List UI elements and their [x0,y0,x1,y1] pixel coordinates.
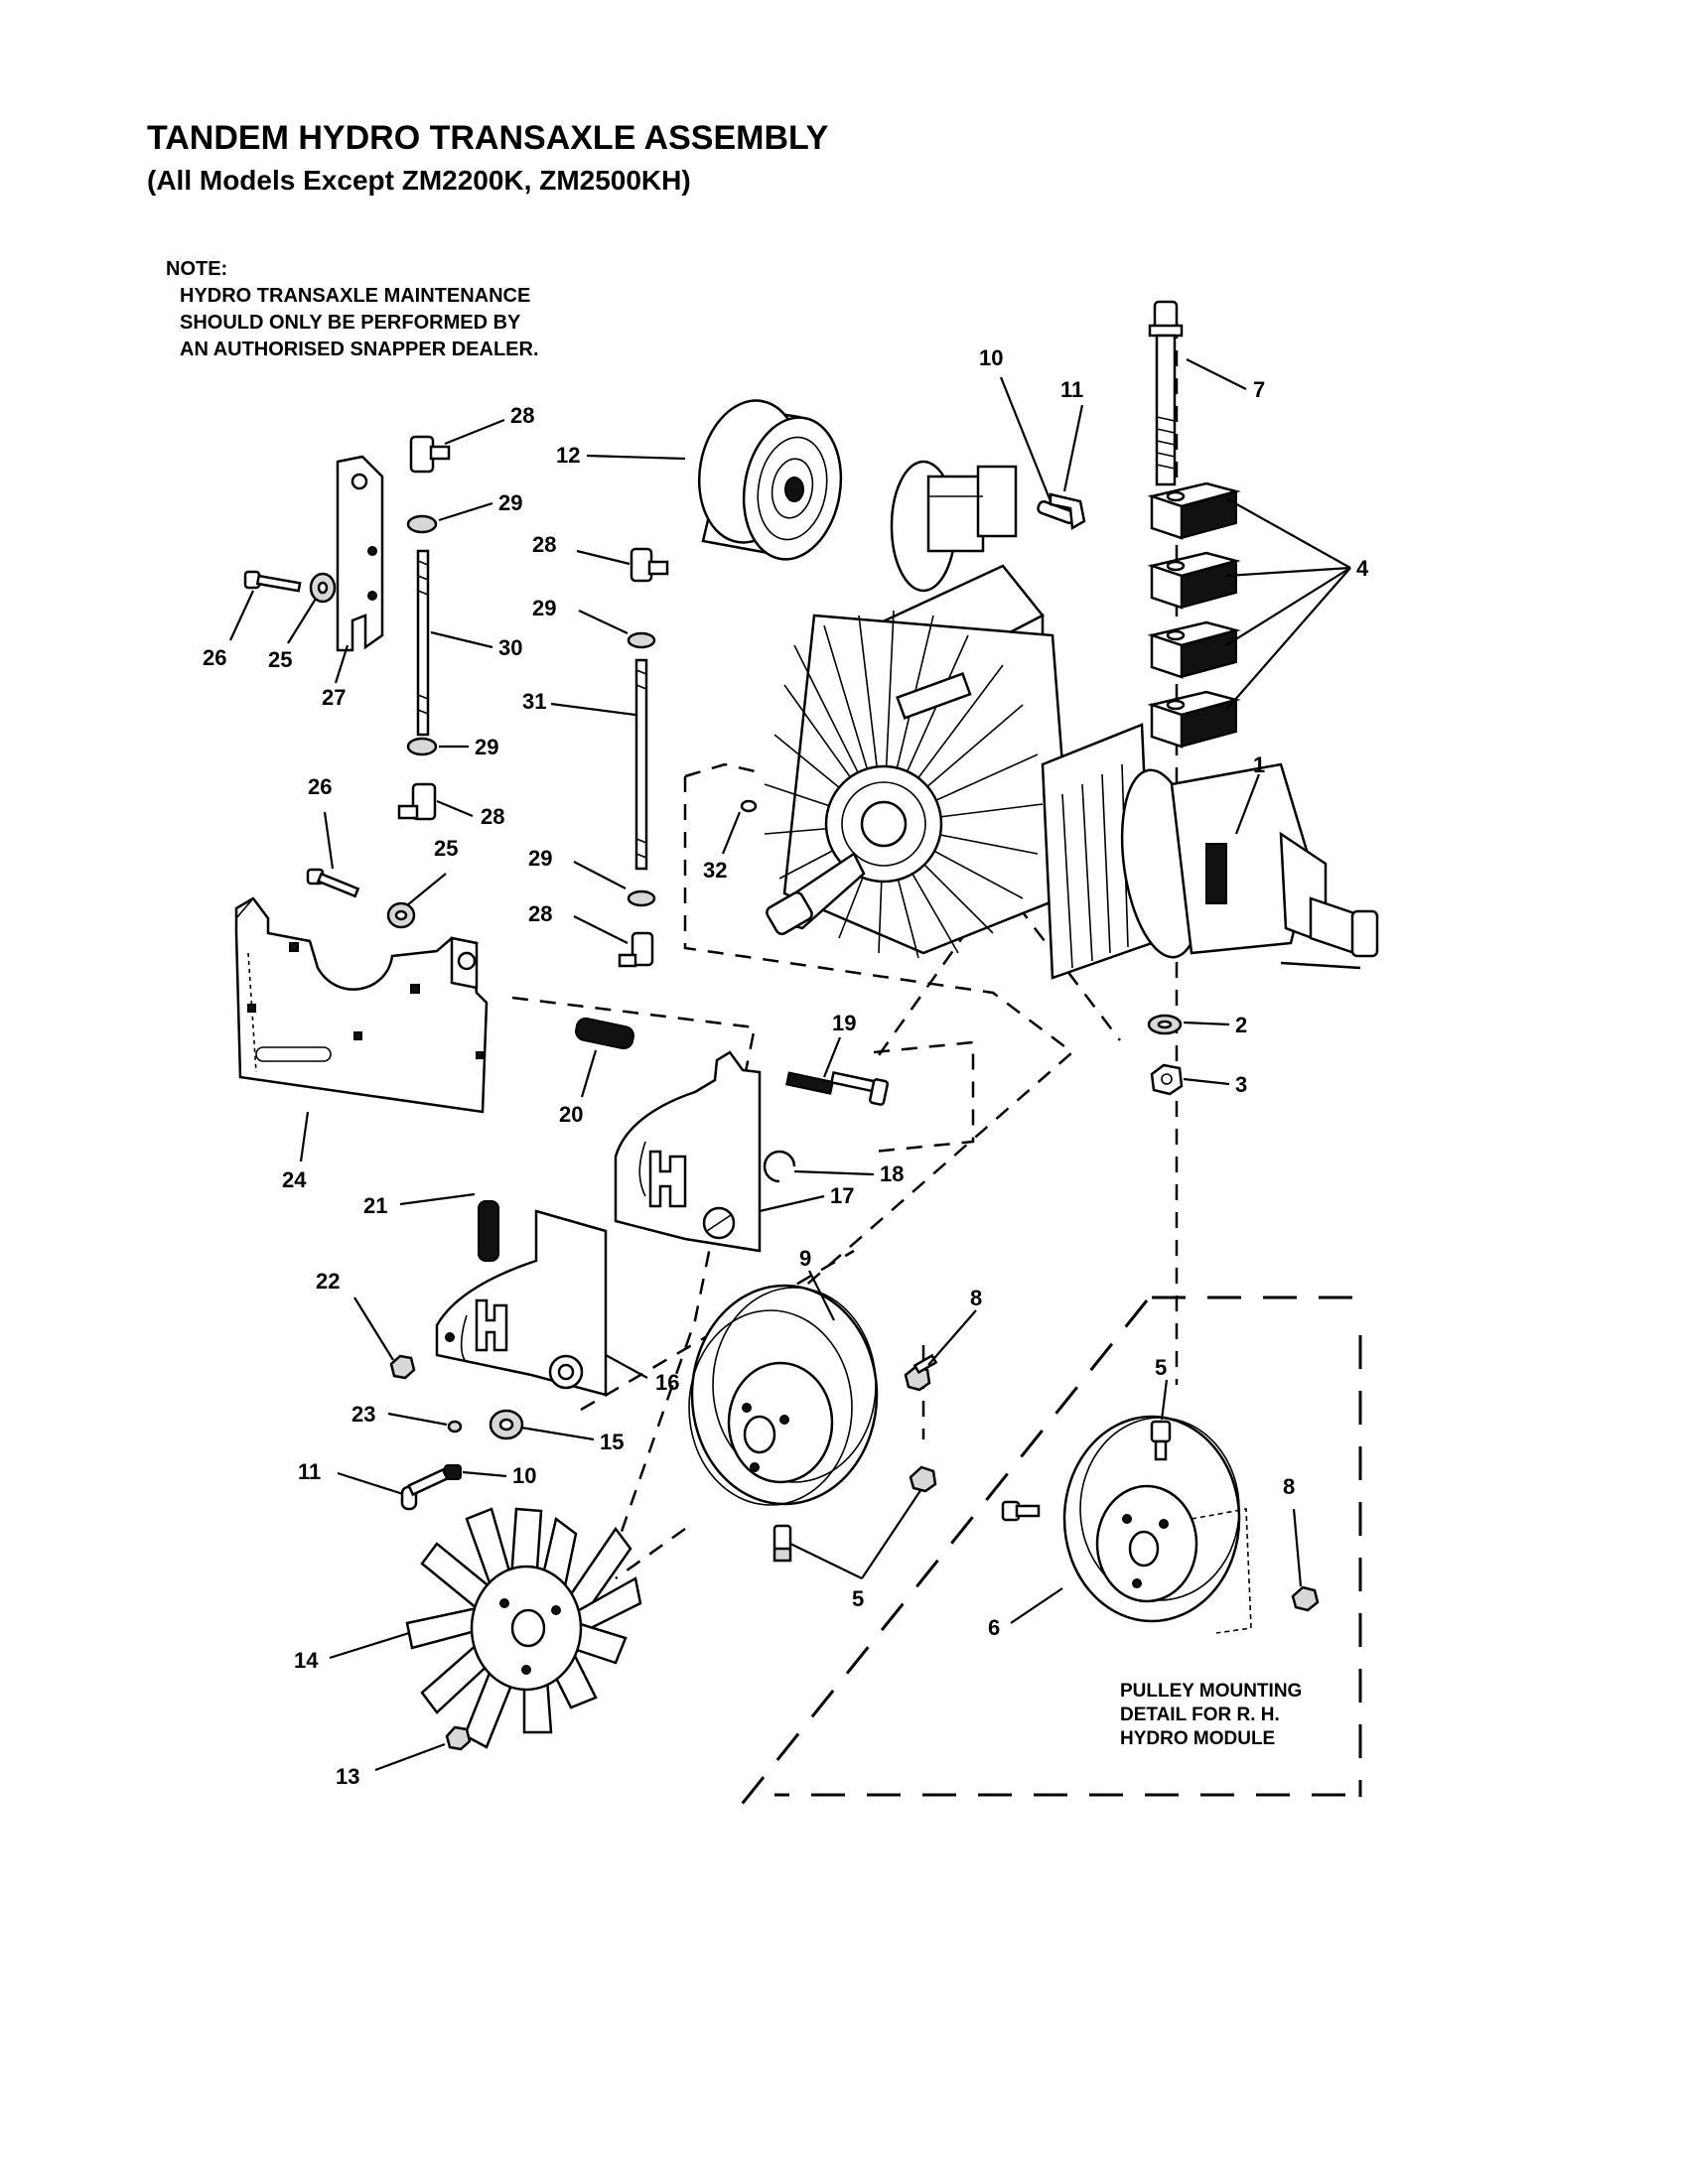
washer-part-2 [1147,1014,1183,1035]
nut-part-3 [1150,1063,1184,1096]
callout-numbers: 1 2 3 4 5 5 6 7 8 8 9 10 10 11 11 12 13 … [203,345,1369,1789]
spring-part-20 [575,1017,634,1050]
callout-29-d: 29 [528,846,552,871]
detail-box [738,1296,1362,1808]
callout-2: 2 [1235,1013,1247,1037]
key-part-11-top [1049,492,1086,531]
control-rod-assembly-right [618,547,669,968]
ball-part-23 [447,1420,463,1433]
clip-part-18 [763,1150,796,1183]
callout-21: 21 [363,1193,387,1218]
callout-9: 9 [799,1246,811,1271]
filter-part-12 [697,399,843,561]
note-line: AN AUTHORISED SNAPPER DEALER. [180,339,539,360]
fan-part-14 [405,1507,642,1749]
callout-28-b: 28 [532,532,556,557]
callout-26-upper: 26 [203,645,226,670]
detail-line: HYDRO MODULE [1120,1728,1276,1749]
callout-11-top: 11 [1060,377,1083,402]
callout-5-detail: 5 [1155,1355,1167,1380]
callout-29-c: 29 [475,735,498,759]
bolt-part-5-detail-top [1150,1420,1172,1461]
callout-10-top: 10 [979,345,1003,370]
callout-29-a: 29 [498,490,522,515]
callout-7: 7 [1253,377,1265,402]
bolt-part-26-lower [306,868,360,898]
bolt-part-5-bottom [772,1524,792,1563]
callout-28-a: 28 [510,403,534,428]
note-line: HYDRO TRANSAXLE MAINTENANCE [180,285,531,307]
callout-23: 23 [351,1402,375,1427]
callout-32: 32 [703,858,727,883]
callout-28-d: 28 [528,901,552,926]
callout-16: 16 [655,1370,679,1395]
callout-29-b: 29 [532,596,556,620]
maintenance-note: NOTE: HYDRO TRANSAXLE MAINTENANCE SHOULD… [166,256,539,363]
nut-part-13 [445,1725,472,1751]
callout-12: 12 [556,443,580,468]
bolt-part-5-right [909,1465,937,1493]
callout-6: 6 [988,1615,1000,1640]
callout-19: 19 [832,1011,856,1035]
nut-part-22 [389,1354,416,1380]
callout-18: 18 [880,1161,904,1186]
washer-part-25-lower [386,901,416,929]
callout-14: 14 [294,1648,319,1673]
mounting-plate-part-24 [234,896,489,1114]
pulley-detail-caption: PULLEY MOUNTING DETAIL FOR R. H. HYDRO M… [1120,1680,1302,1751]
note-line: SHOULD ONLY BE PERFORMED BY [180,312,521,334]
washer-part-15 [489,1409,524,1440]
pulley-part-6 [1062,1415,1252,1634]
bolt-part-26-upper [243,570,302,593]
callout-22: 22 [316,1269,340,1294]
callout-8-detail: 8 [1283,1474,1295,1499]
bolt-part-8-detail [1291,1585,1320,1612]
detail-line: PULLEY MOUNTING [1120,1681,1303,1702]
bolt-part-19 [785,1071,890,1106]
washer-part-25-upper [309,572,337,604]
leader-lines [229,358,1351,1772]
long-bolt-part-7 [1148,300,1184,486]
callout-15: 15 [600,1430,624,1454]
callout-5: 5 [852,1586,864,1611]
callout-11: 11 [298,1459,321,1484]
callout-27: 27 [322,685,346,710]
callout-13: 13 [336,1764,359,1789]
hydro-transaxle-part-1 [764,460,1379,980]
control-rod-assembly-left [397,435,451,821]
bolt-part-5-detail-left [1001,1500,1041,1522]
spacer-blocks-part-4 [1147,481,1241,749]
bolt-part-8 [904,1353,938,1392]
bolt-part-11-lower [400,1467,449,1511]
detail-line: DETAIL FOR R. H. [1120,1705,1280,1725]
callout-20: 20 [559,1102,583,1127]
callout-17: 17 [830,1183,854,1208]
pulley-part-9 [688,1284,879,1506]
callout-25-upper: 25 [268,647,292,672]
callout-24: 24 [282,1167,307,1192]
callout-28-c: 28 [481,804,504,829]
diagram-subtitle: (All Models Except ZM2200K, ZM2500KH) [147,165,691,196]
pivot-plate-part-17 [614,1050,762,1253]
callout-26-lower: 26 [308,774,332,799]
washer-part-32 [740,799,758,813]
callout-8: 8 [970,1286,982,1310]
callout-1: 1 [1253,752,1265,777]
callout-25-lower: 25 [434,836,458,861]
pivot-plate-part-16 [435,1209,608,1397]
bracket-part-27 [336,455,384,652]
note-heading: NOTE: [166,258,228,280]
callout-31: 31 [522,689,546,714]
callout-10: 10 [512,1463,536,1488]
callout-4: 4 [1356,556,1369,581]
callout-3: 3 [1235,1072,1247,1097]
diagram-title: TANDEM HYDRO TRANSAXLE ASSEMBLY [147,119,829,157]
callout-30: 30 [498,635,522,660]
spring-part-21 [478,1200,499,1262]
